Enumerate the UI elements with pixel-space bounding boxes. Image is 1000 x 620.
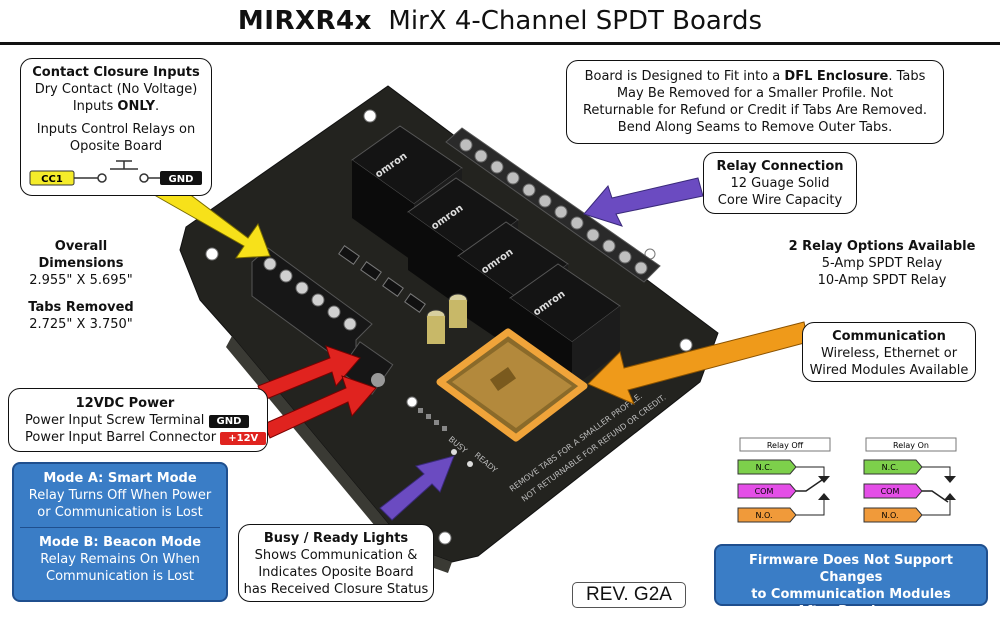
tabs-removed-value: 2.725" X 3.750" xyxy=(29,317,133,332)
power-line2-row: Power Input Barrel Connector +12V xyxy=(25,429,267,446)
busy-led xyxy=(451,449,457,455)
pcb-edge xyxy=(226,336,452,573)
tabs-removed-title: Tabs Removed xyxy=(28,300,134,315)
mode-a-line2: or Communication is Lost xyxy=(37,505,203,520)
page-title: MIRXR4x MirX 4-Channel SPDT Boards xyxy=(0,6,1000,36)
mounting-hole xyxy=(438,531,452,545)
mode-b-title: Mode B: Beacon Mode xyxy=(38,535,202,550)
mounting-hole xyxy=(205,247,219,261)
enclosure-line3: Returnable for Refund or Credit if Tabs … xyxy=(582,103,928,118)
relay-off-diagram: Relay Off N.C. COM N.O. xyxy=(737,437,831,523)
busy-ready-line3: has Received Closure Status xyxy=(243,582,429,597)
svg-text:N.O.: N.O. xyxy=(881,511,898,520)
relay-options-title: 2 Relay Options Available xyxy=(788,239,976,254)
relay-4: omron xyxy=(509,263,621,388)
revision-label: REV. G2A xyxy=(572,582,686,608)
svg-text:Relay Off: Relay Off xyxy=(767,441,804,450)
arrow-purple-relay xyxy=(583,177,704,227)
communication-line1: Wireless, Ethernet or xyxy=(820,346,958,361)
relay-option-10a: 10-Amp SPDT Relay xyxy=(817,273,947,288)
svg-text:N.C.: N.C. xyxy=(882,463,899,472)
firmware-note: Firmware Does Not Support Changes to Com… xyxy=(714,544,988,619)
power-line1: Power Input Screw Terminal xyxy=(25,413,205,428)
communication-line2: Wired Modules Available xyxy=(809,363,969,378)
contact-inputs-line1: Dry Contact (No Voltage) xyxy=(34,82,198,97)
enclosure-callout: Board is Designed to Fit into a DFL Encl… xyxy=(566,60,944,144)
mode-a-title: Mode A: Smart Mode xyxy=(43,471,197,486)
overall-value: 2.955" X 5.695" xyxy=(29,273,133,288)
power-title: 12VDC Power xyxy=(75,396,175,411)
svg-text:Relay On: Relay On xyxy=(893,441,929,450)
communication-title: Communication xyxy=(832,329,946,344)
relay-connection-callout: Relay Connection 12 Guage Solid Core Wir… xyxy=(703,152,857,214)
busy-ready-line1: Shows Communication & xyxy=(254,548,418,563)
enclosure-line1: Board is Designed to Fit into a DFL Encl… xyxy=(584,69,926,84)
relay-terminal-block xyxy=(445,127,661,283)
relay-state-diagrams: Relay Off N.C. COM N.O. Relay On N.C. CO… xyxy=(737,437,957,523)
contact-inputs-line2: Inputs ONLY. xyxy=(72,99,160,114)
modes-divider xyxy=(20,527,220,528)
svg-text:COM: COM xyxy=(755,487,774,496)
overall-title: Overall xyxy=(54,239,108,254)
relay-option-5a: 5-Amp SPDT Relay xyxy=(821,256,943,271)
contact-inputs-line3: Inputs Control Relays on xyxy=(36,122,196,137)
switch-diagram: CC1 GND xyxy=(29,160,202,186)
enclosure-line2: May Be Removed for a Smaller Profile. No… xyxy=(616,86,894,101)
relay-connection-line2: Core Wire Capacity xyxy=(717,193,843,208)
contact-inputs-line4: Oposite Board xyxy=(69,139,163,154)
relays: omron omron omron omron xyxy=(351,125,621,388)
mounting-hole xyxy=(363,109,377,123)
firmware-line1: Firmware Does Not Support Changes xyxy=(749,553,953,585)
arrow-red-upper xyxy=(257,345,361,401)
power-line2: Power Input Barrel Connector xyxy=(25,430,217,445)
relay-connection-title: Relay Connection xyxy=(716,159,844,174)
relay-on-diagram: Relay On N.C. COM N.O. xyxy=(863,437,957,523)
svg-text:CC1: CC1 xyxy=(41,174,63,185)
v12-tag: +12V xyxy=(220,432,267,445)
busy-ready-line2: Indicates Oposite Board xyxy=(258,565,414,580)
modes-panel: Mode A: Smart Mode Relay Turns Off When … xyxy=(12,462,228,602)
capacitors xyxy=(426,293,468,344)
overall-title-2: Dimensions xyxy=(38,256,124,271)
contact-inputs-callout: Contact Closure Inputs Dry Contact (No V… xyxy=(20,58,212,196)
title-divider xyxy=(0,42,1000,45)
firmware-line2: to Communication Modules xyxy=(751,587,951,602)
mode-b-line1: Relay Remains On When xyxy=(40,552,200,567)
svg-text:COM: COM xyxy=(881,487,900,496)
mode-b-line2: Communication is Lost xyxy=(46,569,194,584)
contact-inputs-title: Contact Closure Inputs xyxy=(32,65,200,80)
svg-text:GND: GND xyxy=(169,174,194,185)
ready-led xyxy=(467,461,473,467)
input-terminal-block xyxy=(251,247,373,373)
power-line1-row: Power Input Screw Terminal GND xyxy=(25,412,267,429)
optocouplers xyxy=(338,245,426,313)
power-callout: 12VDC Power Power Input Screw Terminal G… xyxy=(8,388,268,452)
relay-options: 2 Relay Options Available 5-Amp SPDT Rel… xyxy=(782,238,982,289)
svg-text:N.O.: N.O. xyxy=(755,511,772,520)
communication-module xyxy=(436,328,588,442)
mounting-hole xyxy=(406,396,418,408)
firmware-line3: After Purchase xyxy=(796,604,906,619)
relay-connection-line1: 12 Guage Solid xyxy=(730,176,830,191)
busy-ready-callout: Busy / Ready Lights Shows Communication … xyxy=(238,524,434,602)
busy-ready-title: Busy / Ready Lights xyxy=(263,531,409,546)
enclosure-line4: Bend Along Seams to Remove Outer Tabs. xyxy=(617,120,893,135)
header-pins xyxy=(418,408,447,431)
model-name: MIRXR4x xyxy=(237,6,372,36)
svg-text:N.C.: N.C. xyxy=(756,463,773,472)
arrow-orange xyxy=(587,321,809,405)
mounting-hole xyxy=(679,338,693,352)
gnd-tag: GND xyxy=(208,415,250,428)
mode-a-line1: Relay Turns Off When Power xyxy=(28,488,212,503)
communication-callout: Communication Wireless, Ethernet or Wire… xyxy=(802,322,976,382)
arrow-purple-busy xyxy=(379,455,455,521)
subtitle: MirX 4-Channel SPDT Boards xyxy=(388,6,763,36)
dimensions-info: Overall Dimensions 2.955" X 5.695" Tabs … xyxy=(20,238,142,333)
arrow-red-lower xyxy=(263,375,377,439)
